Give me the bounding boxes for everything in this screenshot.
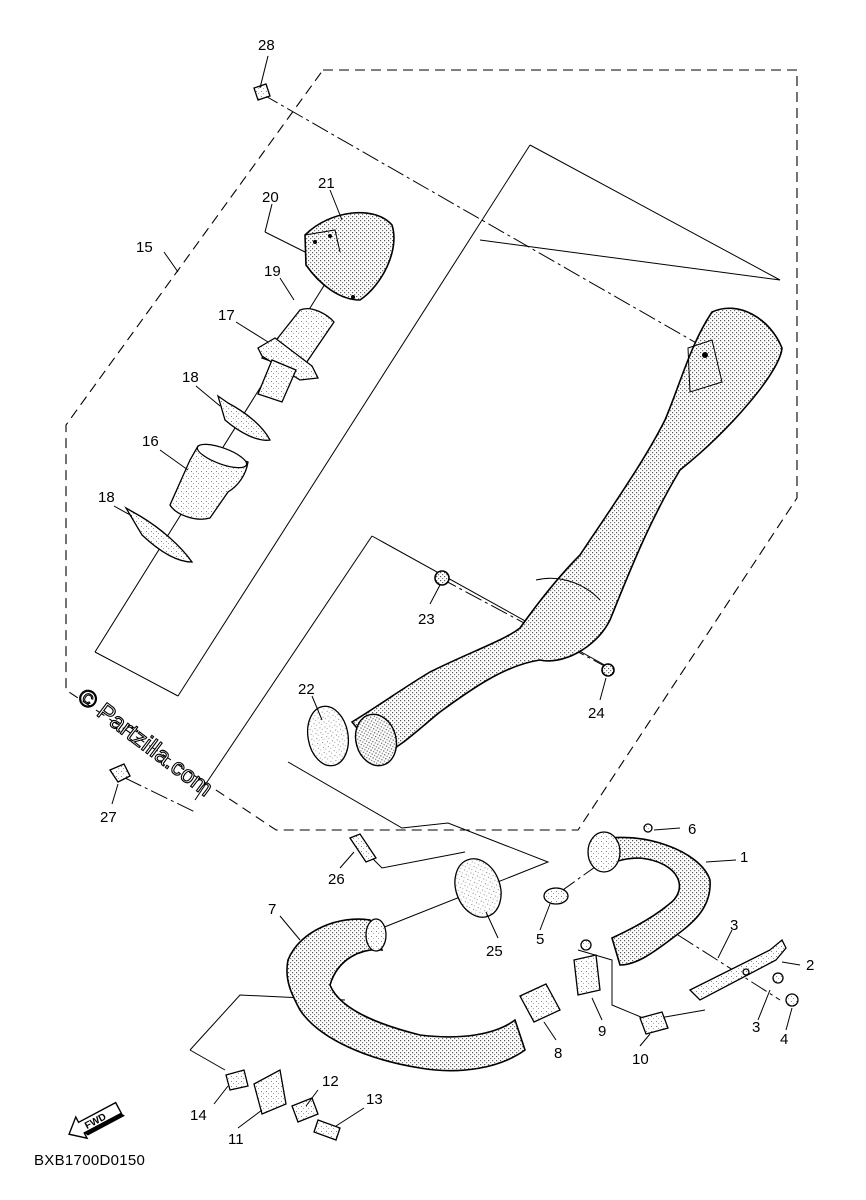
- callout-28: 28: [258, 37, 275, 54]
- part-14: [225, 1069, 249, 1091]
- end-cap: [304, 211, 395, 301]
- part-13: [313, 1119, 341, 1141]
- clamp-25: [454, 858, 502, 918]
- muffler-body: [350, 307, 783, 757]
- fwd-arrow-icon: FWD: [68, 1101, 125, 1140]
- header-pipe-7: [286, 918, 526, 1072]
- bolt-3: [772, 972, 784, 984]
- bolt-4: [785, 993, 799, 1007]
- callout-16: 16: [142, 433, 159, 450]
- bracket-10: [639, 1011, 669, 1035]
- callout-labels: 1 2 3 3 4 5 6 7 8 9 10 11 12 13 14 15 16…: [98, 37, 814, 1148]
- callout-18a: 18: [182, 369, 199, 386]
- callout-7: 7: [268, 901, 276, 918]
- sleeve-8: [519, 983, 561, 1023]
- grommet-24: [601, 663, 615, 677]
- bolt-26: [349, 833, 377, 863]
- nut-6: [643, 823, 653, 833]
- callout-13: 13: [366, 1091, 383, 1108]
- joint-clamp: [306, 705, 350, 767]
- callout-20: 20: [262, 189, 279, 206]
- callout-25: 25: [486, 943, 503, 960]
- bracket-2: [688, 938, 787, 1001]
- callout-12: 12: [322, 1073, 339, 1090]
- joint-9: [573, 954, 601, 996]
- flange: [257, 337, 319, 381]
- callout-5: 5: [536, 931, 544, 948]
- callout-18b: 18: [98, 489, 115, 506]
- callout-21: 21: [318, 175, 335, 192]
- internals-group-outline: [479, 144, 781, 281]
- callout-3a: 3: [730, 917, 738, 934]
- part-12: [291, 1097, 319, 1123]
- bolt-27: [109, 763, 131, 783]
- callout-24: 24: [588, 705, 605, 722]
- muffler-assembly-outline: [65, 69, 798, 831]
- callout-27: 27: [100, 809, 117, 826]
- callout-15: 15: [136, 239, 153, 256]
- callout-8: 8: [554, 1045, 562, 1062]
- callout-2: 2: [806, 957, 814, 974]
- gasket-lower: [124, 506, 194, 563]
- gasket-upper: [216, 394, 272, 441]
- callout-3b: 3: [752, 1019, 760, 1036]
- callout-9: 9: [598, 1023, 606, 1040]
- header-pipe-1: [597, 836, 711, 966]
- grommet-23: [434, 570, 450, 586]
- callout-11: 11: [228, 1131, 244, 1148]
- callout-23: 23: [418, 611, 435, 628]
- callout-19: 19: [264, 263, 281, 280]
- callout-4: 4: [780, 1031, 788, 1048]
- clamp-group-outline: [194, 535, 373, 801]
- callout-14: 14: [190, 1107, 207, 1124]
- partzilla-watermark: © Partzilla.com: [72, 683, 217, 802]
- callout-17: 17: [218, 307, 235, 324]
- leader-lines: [111, 55, 801, 1129]
- bolt-28: [253, 83, 271, 101]
- callout-1: 1: [740, 849, 748, 866]
- callout-26: 26: [328, 871, 345, 888]
- part-11: [253, 1069, 287, 1115]
- callout-22: 22: [298, 681, 315, 698]
- diagram-code: BXB1700D0150: [34, 1152, 146, 1169]
- callout-6: 6: [688, 821, 696, 838]
- gasket-5: [543, 887, 569, 905]
- callout-10: 10: [632, 1051, 649, 1068]
